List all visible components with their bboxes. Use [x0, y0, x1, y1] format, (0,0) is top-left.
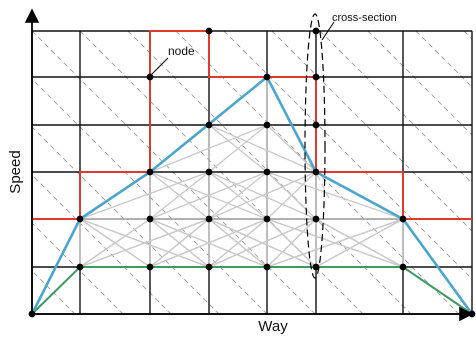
gray-candidate-line — [266, 218, 404, 268]
node-dot — [76, 263, 84, 271]
gray-candidate-line — [266, 124, 317, 173]
y-axis-label: Speed — [7, 150, 24, 193]
node-dot — [312, 263, 320, 271]
node-dot — [205, 263, 213, 271]
gray-candidate-line — [208, 124, 317, 173]
gray-candidate-line — [208, 218, 317, 268]
nodes — [28, 27, 476, 318]
green-path-line — [31, 266, 473, 315]
gray-candidate-paths — [79, 76, 404, 268]
gray-candidate-line — [149, 171, 268, 220]
node-dot — [263, 121, 271, 129]
gray-candidate-line — [79, 218, 151, 268]
node-dot — [28, 310, 36, 318]
blue-path — [30, 75, 474, 315]
gray-candidate-line — [79, 218, 210, 268]
gray-candidate-line — [149, 218, 210, 268]
node-dot — [312, 215, 320, 223]
dashed-diagonal — [415, 31, 472, 88]
red-path-line — [32, 30, 472, 220]
node-dot — [312, 73, 320, 81]
node-dot — [205, 27, 213, 35]
node-dot — [146, 168, 154, 176]
node-dot — [399, 263, 407, 271]
gray-candidate-line — [266, 218, 317, 268]
node-dot — [263, 263, 271, 271]
blue-path-line — [30, 75, 474, 315]
node-leader-line — [149, 57, 169, 77]
gray-candidate-line — [266, 171, 317, 220]
cross-section-leader-line — [321, 21, 335, 41]
gray-candidate-line — [208, 124, 268, 173]
cross-section-label: cross-section — [332, 12, 397, 24]
gray-candidate-line — [315, 218, 404, 268]
node-dot — [205, 168, 213, 176]
gray-candidate-line — [266, 171, 404, 220]
node-dot — [205, 215, 213, 223]
node-dot — [312, 27, 320, 35]
node-dot — [146, 73, 154, 81]
gray-candidate-line — [149, 218, 268, 268]
node-dot — [146, 263, 154, 271]
gray-candidate-line — [149, 171, 210, 220]
node-dot — [399, 215, 407, 223]
node-dot — [146, 215, 154, 223]
green-path — [31, 266, 473, 315]
gray-candidate-line — [208, 171, 317, 220]
node-dot — [263, 73, 271, 81]
gray-candidate-line — [208, 218, 268, 268]
node-dot — [263, 215, 271, 223]
node-dot — [312, 121, 320, 129]
gray-candidate-line — [79, 171, 210, 220]
node-dot — [468, 310, 476, 318]
node-label: node — [168, 44, 195, 58]
node-dot — [312, 168, 320, 176]
cross-section-ellipse — [304, 13, 326, 279]
red-path — [32, 30, 472, 220]
node-dot — [205, 121, 213, 129]
dashed-diagonal — [367, 31, 472, 136]
node-dot — [263, 168, 271, 176]
node-dot — [76, 215, 84, 223]
x-axis-label: Way — [258, 318, 288, 335]
gray-candidate-line — [208, 171, 268, 220]
